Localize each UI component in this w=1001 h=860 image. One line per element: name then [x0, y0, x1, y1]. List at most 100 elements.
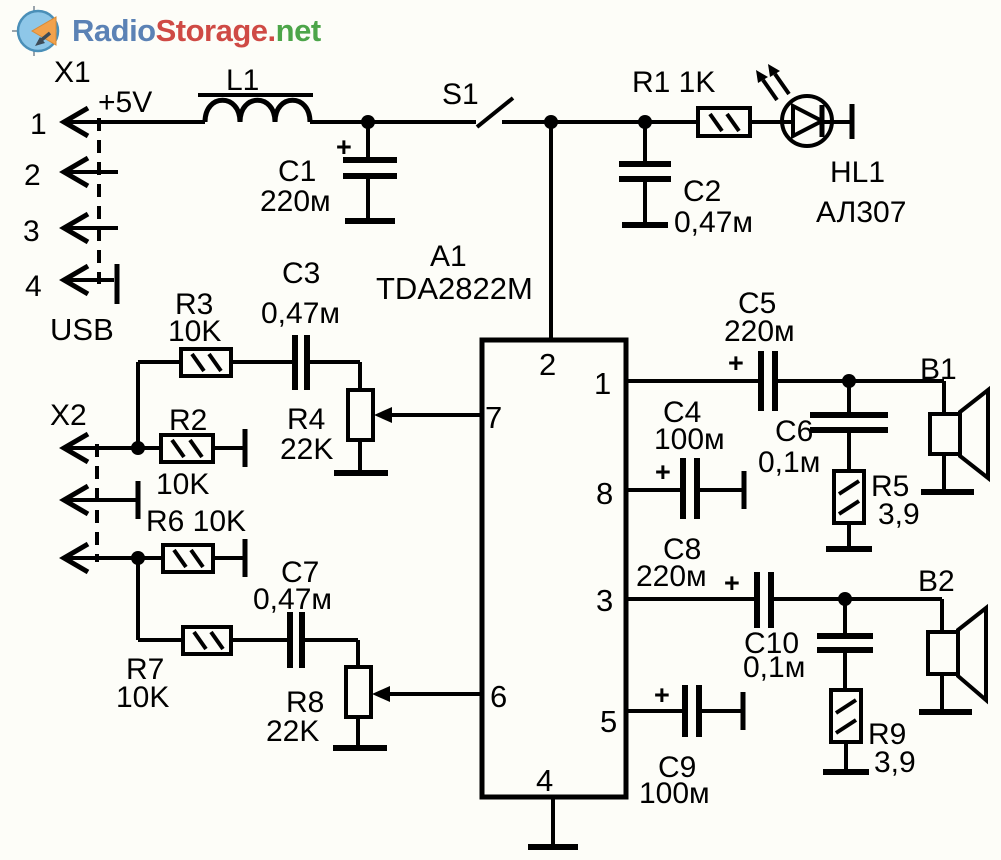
potentiometer-r4 [346, 388, 375, 442]
site-logo: RadioStorage.net [10, 4, 321, 58]
r5-value: 3,9 [878, 498, 920, 531]
x1-pin1-number: 1 [30, 108, 47, 141]
c4-value: 100м [654, 423, 725, 456]
ic-pin8-number: 8 [596, 476, 613, 511]
capacitor-c1: + C1 220м [260, 122, 397, 224]
capacitor-c9: + C9 100м [626, 680, 746, 810]
capacitor-c4: + C4 100м [626, 396, 747, 519]
potentiometer-r8 [344, 665, 373, 719]
wiper-arrow-icon [374, 407, 392, 423]
c2-ref: C2 [683, 175, 721, 208]
transistor-logo-icon [12, 6, 60, 56]
r4-ref: R4 [287, 403, 325, 436]
wiper-arrow-icon [372, 686, 390, 702]
rail-voltage-label: +5V [98, 86, 152, 119]
resistor-r2: R2 10K [156, 404, 248, 501]
polarity-plus: + [336, 132, 352, 162]
r3-ref: R3 [175, 288, 213, 321]
c7-value: 0,47м [253, 583, 332, 616]
r6-ref: R6 10K [146, 505, 246, 538]
ic-a1-tda2822m: A1 TDA2822M 2 1 7 8 3 6 5 4 [376, 122, 629, 850]
x1-pin3-number: 3 [23, 215, 40, 248]
c8-value: 220м [636, 560, 707, 593]
pin-arrow-icon [59, 483, 90, 517]
polarity-plus: + [728, 348, 744, 378]
resistor-r3 [179, 347, 233, 378]
capacitor-c2: C2 0,47м [619, 122, 753, 239]
r5-ref: R5 [871, 470, 909, 503]
x1-ref: X1 [54, 56, 91, 89]
pin-arrow-icon [59, 211, 90, 245]
c2-value: 0,47м [674, 206, 753, 239]
output-channel-1: + C5 220м C6 0,1м R5 3,9 B1 [626, 287, 990, 552]
speaker-b2-icon [926, 630, 960, 676]
diode-triangle-icon [791, 102, 827, 140]
polarity-plus: + [654, 680, 670, 710]
c7-ref: C7 [281, 556, 319, 589]
polarity-plus: + [724, 568, 740, 598]
r2-ref: R2 [169, 404, 207, 437]
connector-x2: X2 [50, 399, 163, 575]
c3-ref: C3 [282, 257, 320, 290]
c5-ref: C5 [738, 287, 776, 320]
r7-value: 10K [116, 681, 169, 714]
ic-pin4-number: 4 [536, 763, 553, 798]
resistor-r7 [181, 625, 233, 656]
r9-value: 3,9 [874, 746, 916, 779]
x1-type-label: USB [50, 312, 114, 347]
ic-pin6-number: 6 [490, 679, 507, 714]
x1-pin4-number: 4 [25, 270, 42, 303]
ic-pin1-number: 1 [594, 366, 611, 401]
r8-ref: R8 [286, 686, 324, 719]
ic-pin7-number: 7 [485, 400, 502, 435]
c6-ref: C6 [775, 415, 813, 448]
hl1-part: АЛ307 [816, 196, 906, 229]
x1-pin2-number: 2 [24, 159, 41, 192]
polarity-plus: + [655, 457, 671, 487]
led-hl1: HL1 АЛ307 [750, 64, 906, 229]
brand-text: RadioStorage.net [72, 13, 321, 49]
c10-value: 0,1м [743, 651, 805, 684]
b2-ref: B2 [918, 565, 955, 598]
c10-ref: C10 [744, 627, 799, 660]
ic-pin2-number: 2 [539, 347, 556, 382]
inductor-l1: L1 [198, 64, 313, 123]
c1-value: 220м [260, 185, 331, 218]
pin-arrow-icon [59, 155, 90, 189]
c3-value: 0,47м [261, 297, 340, 330]
input-network-right-channel: R7 10K C7 0,47м R8 22K [116, 556, 482, 751]
c8-ref: C8 [663, 533, 701, 566]
r4-value: 22K [280, 433, 333, 466]
hl1-ref: HL1 [830, 156, 885, 189]
r8-value: 22K [266, 715, 319, 748]
r7-ref: R7 [126, 653, 164, 686]
connector-x1: X1 1 2 3 4 USB +5V [23, 56, 152, 347]
led-emission-arrows-icon [756, 64, 791, 102]
power-rail [66, 115, 698, 129]
resistor-r6: R6 10K [146, 505, 248, 577]
pin-arrow-icon [59, 431, 90, 465]
r3-value: 10K [168, 315, 221, 348]
c6-value: 0,1м [758, 446, 820, 479]
inductor-coil-icon [202, 97, 313, 123]
ic-pin3-number: 3 [596, 583, 613, 618]
ic-part-number: TDA2822M [376, 271, 533, 306]
c1-ref: C1 [278, 155, 316, 188]
pin-arrow-icon [59, 263, 90, 297]
brand-radio: Radio [72, 13, 156, 48]
ic-ref: A1 [430, 240, 467, 273]
b1-ref: B1 [920, 353, 957, 386]
resistor-r9 [829, 688, 863, 744]
brand-net: net [275, 13, 322, 48]
s1-ref: S1 [442, 78, 479, 111]
ic-pin5-number: 5 [600, 704, 617, 739]
r9-ref: R9 [868, 718, 906, 751]
l1-ref: L1 [226, 64, 259, 97]
r1-ref: R1 1K [632, 66, 715, 99]
pin-arrow-icon [59, 541, 90, 575]
c9-ref: C9 [658, 751, 696, 784]
input-network-left-channel: R3 10K C3 0,47м R4 22K [136, 257, 482, 476]
c4-ref: C4 [663, 396, 701, 429]
